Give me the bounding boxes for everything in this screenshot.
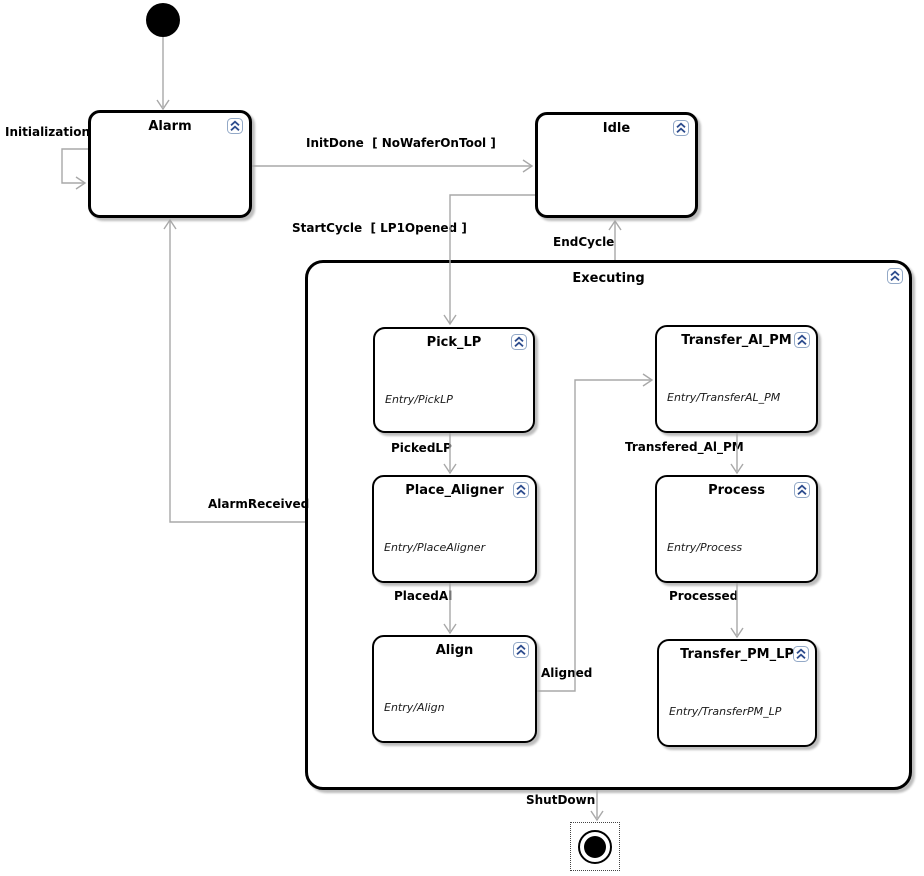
transition-initialization-self-loop[interactable] (61, 148, 88, 190)
state-executing-title: Executing (572, 271, 645, 286)
state-place-aligner[interactable]: Place_Aligner Entry/PlaceAligner (372, 475, 537, 583)
state-idle[interactable]: Idle (535, 112, 698, 218)
state-align-title: Align (435, 643, 474, 658)
final-state-ring (578, 829, 612, 864)
transition-label-shutdown: ShutDown (526, 793, 596, 807)
final-state-node[interactable] (570, 822, 620, 871)
entry-action: Entry/Process (667, 541, 743, 554)
collapse-icon[interactable] (513, 482, 529, 498)
transition-label-pickedlp: PickedLP (391, 441, 452, 455)
state-place-aligner-title: Place_Aligner (405, 483, 504, 498)
state-align[interactable]: Align Entry/Align (372, 635, 537, 743)
state-transfer-pm-lp[interactable]: Transfer_PM_LP Entry/TransferPM_LP (657, 639, 817, 747)
collapse-icon[interactable] (794, 482, 810, 498)
transition-label-transfered-al-pm: Transfered_Al_PM (625, 440, 744, 454)
state-process[interactable]: Process Entry/Process (655, 475, 818, 583)
transition-label-aligned: Aligned (541, 666, 593, 680)
state-pick-lp[interactable]: Pick_LP Entry/PickLP (373, 327, 535, 433)
collapse-icon[interactable] (511, 334, 527, 350)
collapse-icon[interactable] (794, 332, 810, 348)
state-alarm-title: Alarm (148, 119, 192, 134)
state-transfer-al-pm-title: Transfer_Al_PM (681, 333, 792, 348)
collapse-icon[interactable] (673, 120, 689, 136)
state-alarm[interactable]: Alarm (88, 110, 252, 218)
transition-initdone[interactable] (252, 159, 534, 173)
initial-state-node[interactable] (146, 3, 180, 37)
state-transfer-al-pm[interactable]: Transfer_Al_PM Entry/TransferAL_PM (655, 325, 818, 433)
state-idle-title: Idle (602, 121, 631, 136)
transition-alarmreceived[interactable] (163, 218, 305, 523)
collapse-icon[interactable] (227, 118, 243, 134)
entry-action: Entry/PlaceAligner (384, 541, 486, 554)
transition-label-initialization: Initialization (5, 125, 91, 139)
final-state-dot (584, 835, 606, 858)
transition-label-alarmreceived: AlarmReceived (208, 497, 310, 511)
transition-label-endcycle: EndCycle (553, 235, 615, 249)
collapse-icon[interactable] (793, 646, 809, 662)
transition-label-placedal: PlacedAl (394, 589, 453, 603)
entry-action: Entry/PickLP (385, 393, 453, 406)
transition-label-processed: Processed (669, 589, 739, 603)
state-transfer-pm-lp-title: Transfer_PM_LP (680, 647, 794, 662)
entry-action: Entry/TransferAL_PM (667, 391, 781, 404)
state-pick-lp-title: Pick_LP (426, 335, 482, 350)
collapse-icon[interactable] (887, 268, 903, 284)
state-process-title: Process (708, 483, 765, 498)
transition-initial-to-alarm[interactable] (156, 37, 170, 111)
transition-label-initdone: InitDone [ NoWaferOnTool ] (306, 136, 496, 150)
entry-action: Entry/TransferPM_LP (669, 705, 782, 718)
entry-action: Entry/Align (384, 701, 445, 714)
transition-label-startcycle: StartCycle [ LP1Opened ] (292, 221, 467, 235)
collapse-icon[interactable] (513, 642, 529, 658)
